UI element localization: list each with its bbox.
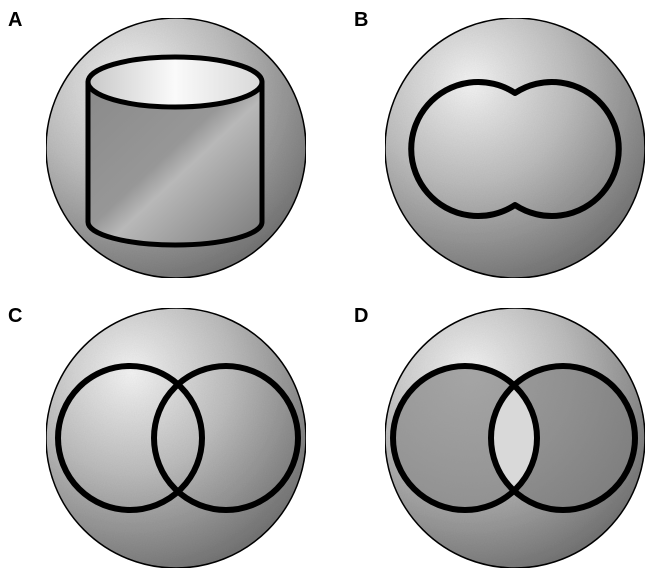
sphere-c [46,308,306,568]
panel-a [46,18,306,278]
sphere-b [385,18,645,278]
cylinder-top [88,57,262,107]
panel-c [46,308,306,568]
panel-b [385,18,645,278]
panel-d [385,308,645,568]
